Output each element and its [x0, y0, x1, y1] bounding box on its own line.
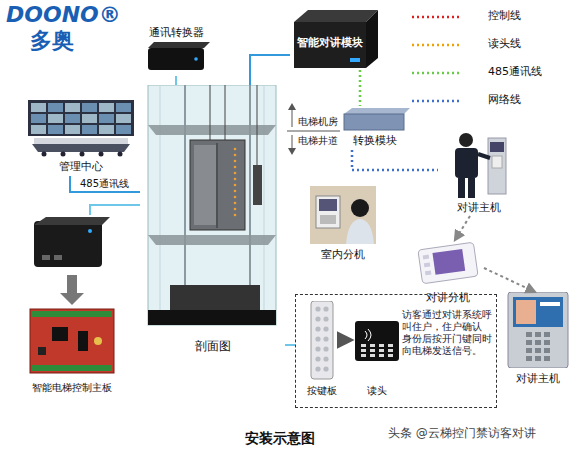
device-node: 对讲主机 [502, 292, 574, 388]
zone-label: 电梯井道 [298, 135, 338, 147]
node-label: 对讲主机 [438, 201, 520, 214]
legend-line-sample [412, 100, 462, 103]
control-room-illustration [28, 100, 134, 158]
node-label: 对讲分机 [412, 291, 484, 304]
legend-text: 控制线 [488, 9, 521, 22]
connector-line [250, 55, 290, 85]
dashed-group-box: 访客通过对讲系统呼叫住户，住户确认 身份后按开门键同时向电梯发送信号。按键板读头 [295, 294, 497, 408]
device-node: 对讲分机 [412, 240, 484, 306]
node-label: 读头 [351, 385, 403, 397]
legend-line-sample [412, 16, 462, 19]
zone-label: 电梯机房 [298, 116, 338, 128]
device-node: 室内分机 [310, 186, 376, 262]
connector-line [285, 344, 295, 346]
down-arrow-head [288, 148, 296, 155]
connector-line [70, 176, 140, 192]
node-label: 智能对讲模块 [294, 36, 366, 49]
connector-line [484, 268, 535, 292]
node-label: 通讯转换器 [140, 26, 212, 39]
intercom-kiosk-illustration [438, 128, 520, 200]
node-label: 智能电梯控制主板 [22, 382, 122, 394]
node-label: 室内分机 [310, 248, 376, 261]
device-node: 通讯转换器 [140, 26, 212, 76]
connector-line [90, 205, 140, 215]
connector-line [341, 339, 351, 342]
control-board-illustration [22, 215, 122, 380]
legend-line-sample [412, 44, 462, 47]
device-node: 智能对讲模块 [290, 8, 380, 70]
connector-line [175, 76, 177, 85]
up-arrow-head [288, 103, 296, 110]
door-station-illustration [502, 292, 574, 368]
device-node: 读头 [351, 313, 403, 401]
node-label: 对讲主机 [502, 372, 574, 385]
indoor-unit-illustration [310, 186, 376, 246]
node-label: 管理中心 [28, 160, 134, 173]
device-node: 按键板 [303, 301, 341, 401]
up-arrow [292, 108, 293, 127]
logo-text: DOONO® [6, 2, 121, 28]
node-label: 按键板 [299, 385, 345, 397]
node-label: 剖面图 [140, 339, 285, 353]
keypad-illustration [303, 301, 341, 381]
extension-unit-illustration [412, 240, 484, 288]
legend-text: 读头线 [488, 37, 521, 50]
card-reader-illustration [351, 313, 403, 369]
down-arrow [292, 135, 293, 150]
device-node: 管理中心 [28, 100, 134, 176]
device-node: 对讲主机 [438, 128, 520, 216]
legend-text: 485通讯线 [488, 65, 542, 78]
device-node: 转换模块 [338, 106, 412, 150]
elevator-section-illustration [140, 85, 285, 360]
connector-line [455, 216, 470, 240]
connector-line [352, 150, 438, 170]
device-node: 智能电梯控制主板 [22, 215, 122, 400]
connector-line [359, 70, 362, 106]
elevator-node: 剖面图 [140, 85, 285, 360]
node-label: 转换模块 [338, 134, 412, 147]
legend-line-sample [412, 72, 462, 75]
legend-text: 网络线 [488, 93, 521, 106]
divider-line [287, 131, 340, 132]
connector-label: 485通讯线 [80, 178, 129, 190]
caption: 安装示意图 [220, 430, 340, 447]
watermark: 头条 @云梯控门禁访客对讲 [388, 426, 536, 440]
logo-text: 多奥 [30, 28, 74, 54]
node-label: 访客通过对讲系统呼叫住户，住户确认 身份后按开门键同时向电梯发送信号。 [402, 309, 494, 357]
